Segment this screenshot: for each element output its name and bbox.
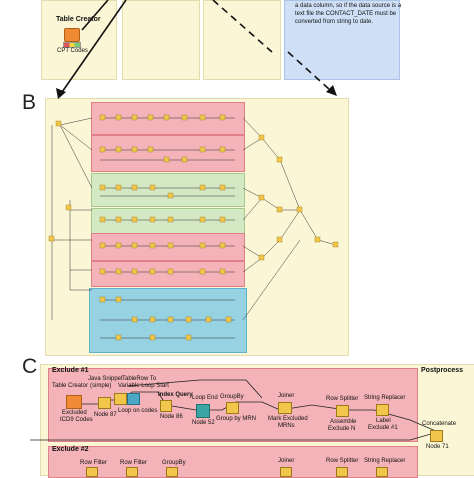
table-creator-c-label: Table Creator	[52, 383, 89, 389]
java-snippet-node[interactable]	[98, 397, 111, 409]
row-splitter-node[interactable]	[336, 405, 349, 417]
exclude-n-label: Exclude N	[328, 426, 356, 432]
groupby-label: GroupBy	[220, 394, 244, 400]
string-replacer-2-node[interactable]	[376, 467, 388, 477]
index-query-label: Index Query	[158, 392, 193, 398]
node71-label: Node 71	[426, 444, 449, 450]
panel-b-label: B	[22, 91, 37, 114]
excluded-label: Excluded	[62, 410, 87, 416]
index-query-node[interactable]	[160, 400, 172, 412]
joiner-node[interactable]	[278, 402, 292, 414]
joiner-label: Joiner	[278, 393, 295, 399]
tablerow-tc-label: TableRow To	[122, 376, 157, 382]
note-line-1: a data column, so if the data source is …	[295, 3, 402, 9]
b-nodes	[48, 114, 339, 341]
row-filter-2-node[interactable]	[126, 467, 138, 477]
row-splitter-label: Row Splitter	[326, 396, 359, 402]
row-splitter-2-label: Row Splitter	[326, 458, 359, 464]
exclude1-node-label: Exclude #1	[368, 425, 398, 431]
mark-excluded-label: Mark Excluded	[268, 416, 308, 422]
table-creator-title: Table Creator	[56, 16, 101, 23]
panel-c-label: C	[22, 355, 38, 378]
string-replacer-node[interactable]	[376, 404, 389, 416]
postprocess-title: Postprocess	[421, 367, 464, 374]
excluded-icd9-node[interactable]	[66, 395, 82, 409]
mrns-label: MRNs	[278, 423, 295, 429]
groupby-2-node[interactable]	[166, 467, 178, 477]
joiner-2-label: Joiner	[278, 458, 295, 464]
groupby-node[interactable]	[226, 402, 239, 414]
row-filter-1-label: Row Filter	[80, 460, 108, 466]
row-filter-2-label: Row Filter	[120, 460, 148, 466]
status-lights	[63, 42, 81, 48]
java-snippet-sub-label: (simple)	[90, 383, 112, 389]
b-red-group-2	[91, 135, 245, 172]
java-snippet-label: Java Snippet	[88, 376, 123, 382]
node86-label: Node 86	[160, 414, 183, 420]
panel-a-note: a data column, so if the data source is …	[284, 0, 402, 80]
panel-a-middle-box	[122, 0, 200, 80]
group-by-mrn-label: Group by MRN	[216, 416, 257, 422]
node52-label: Node 52	[192, 420, 215, 426]
string-replacer-label: String Replacer	[364, 395, 406, 401]
tablerow-node[interactable]	[114, 393, 127, 405]
node87-label: Node 87	[94, 412, 117, 418]
loop-end-node[interactable]	[196, 404, 210, 418]
groupby-2-label: GroupBy	[162, 460, 186, 466]
icd9-codes-label: ICD9 Codes	[60, 417, 93, 423]
cpt-codes-caption: CPT Codes	[57, 48, 88, 54]
joiner-2-node[interactable]	[280, 467, 292, 477]
exclude2-title: Exclude #2	[52, 446, 89, 453]
row-splitter-2-node[interactable]	[336, 467, 348, 477]
panel-a-right-box	[203, 0, 281, 80]
string-replacer-2-label: String Replacer	[364, 458, 406, 464]
note-line-2: text file the CONTACT_DATE must be	[295, 11, 397, 17]
variable-loop-start-node[interactable]	[127, 393, 140, 405]
loop-on-codes-label: Loop on codes	[118, 408, 158, 414]
row-filter-1-node[interactable]	[86, 467, 98, 477]
note-line-3: converted from string to date.	[295, 19, 374, 25]
exclude1-title: Exclude #1	[52, 367, 89, 374]
concatenate-node[interactable]	[430, 430, 443, 442]
loop-end-label: Loop End	[192, 395, 218, 401]
label-label: Label	[376, 418, 391, 424]
concatenate-label: Concatenate	[422, 421, 457, 427]
variable-loop-start-label: Variable Loop Start	[118, 383, 169, 389]
table-creator-node[interactable]	[64, 28, 80, 42]
assemble-label: Assemble	[330, 419, 357, 425]
